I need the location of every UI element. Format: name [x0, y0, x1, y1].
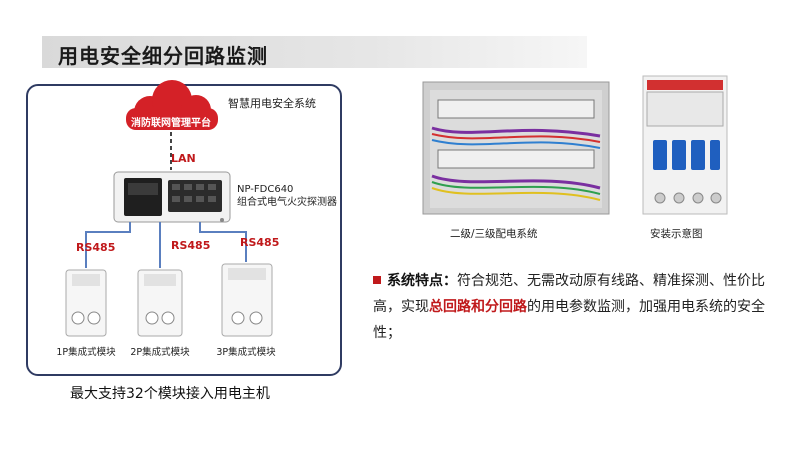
module-2p-label: 2P集成式模块	[130, 347, 190, 358]
cloud-platform-label: 消防联网管理平台	[131, 118, 211, 129]
feature-highlight: 总回路和分回路	[429, 299, 527, 315]
module-1p-icon	[65, 269, 107, 337]
panel-photo-caption: 二级/三级配电系统	[450, 228, 538, 240]
module-3p-label: 3P集成式模块	[216, 347, 276, 358]
feature-text-part1: 符合规范、无需改动原有线路、精准探测、性价比高，实现	[373, 273, 765, 315]
rs485-label-1: RS485	[76, 241, 116, 254]
rs485-label-2: RS485	[171, 239, 211, 252]
rs485-label-3: RS485	[240, 236, 280, 249]
device-model: NP-FDC640	[237, 184, 294, 195]
feature-description: 系统特点：符合规范、无需改动原有线路、精准探测、性价比高，实现总回路和分回路的用…	[373, 268, 773, 346]
support-text: 最大支持32个模块接入用电主机	[70, 386, 270, 402]
cloud-icon	[126, 80, 218, 130]
rs485-lines	[85, 222, 247, 268]
page-title: 用电安全细分回路监测	[58, 44, 268, 68]
bullet-square-icon	[373, 276, 381, 284]
system-label: 智慧用电安全系统	[228, 97, 316, 110]
lan-label: LAN	[171, 152, 196, 165]
title-bar	[42, 36, 587, 68]
module-2p-icon	[137, 269, 183, 337]
module-1p-label: 1P集成式模块	[56, 347, 116, 358]
feature-text-part2: 的用电参数监测，加强用电系统的安全性；	[373, 299, 765, 341]
install-photo-caption: 安装示意图	[650, 228, 703, 240]
distribution-panel-photo	[422, 81, 610, 215]
module-3p-icon	[221, 263, 273, 337]
feature-heading: 系统特点：	[387, 273, 457, 289]
device-name: 组合式电气火灾探测器	[237, 197, 337, 208]
device-caption: NP-FDC640 组合式电气火灾探测器	[237, 183, 337, 209]
detector-device-icon	[113, 171, 231, 223]
breaker-install-photo	[642, 75, 728, 215]
